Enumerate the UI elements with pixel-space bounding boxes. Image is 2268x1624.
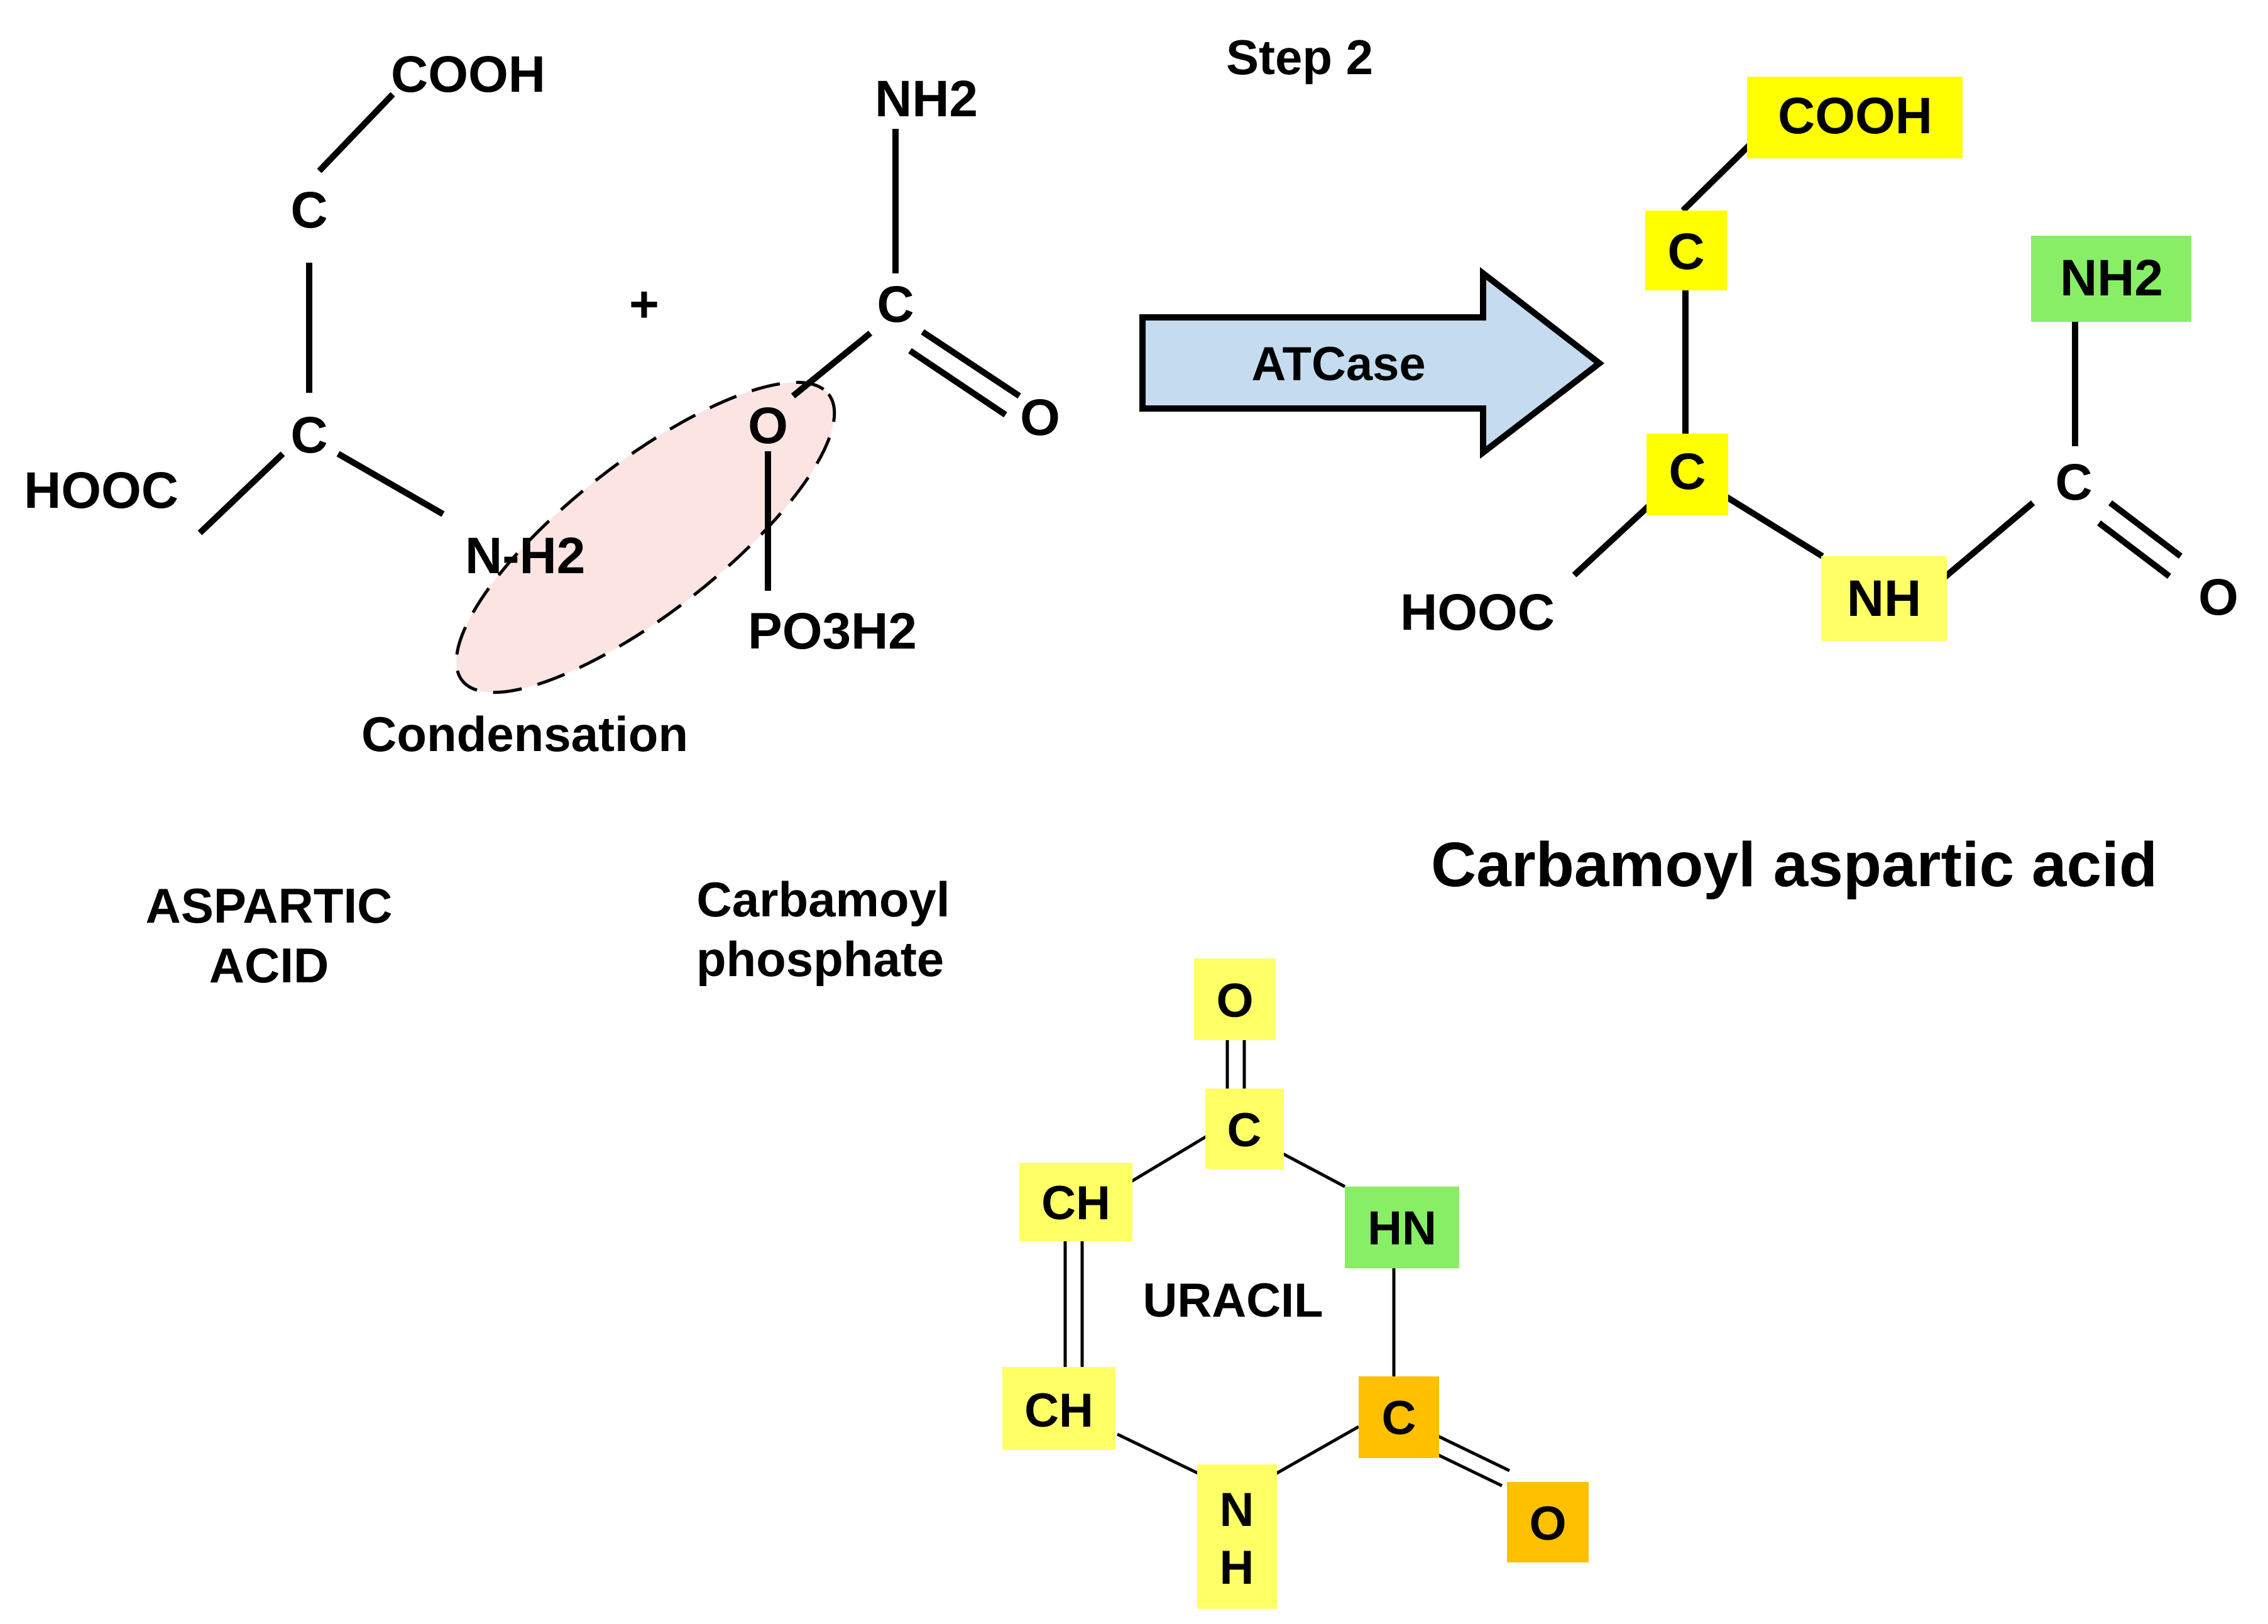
atom-o: O bbox=[2198, 569, 2238, 626]
bond-c-o-bridge bbox=[791, 331, 873, 398]
atom-ch-upper: CH bbox=[1041, 1177, 1110, 1230]
bond-c-o-double-a bbox=[2108, 500, 2183, 559]
atom-o-double: O bbox=[1020, 389, 1060, 446]
atom-hn: HN bbox=[1367, 1202, 1437, 1255]
highlight-nh2 bbox=[2031, 236, 2191, 322]
atom-c-upper: C bbox=[290, 182, 327, 239]
atom-hooc: HOOC bbox=[24, 462, 178, 519]
atom-c: C bbox=[877, 276, 914, 333]
highlight-cooh bbox=[1747, 77, 1963, 158]
bond-c-nh2 bbox=[336, 451, 445, 517]
atom-c-upper: C bbox=[1667, 223, 1704, 280]
atom-cooh: COOH bbox=[1778, 87, 1932, 145]
atom-c-top: C bbox=[1227, 1104, 1262, 1157]
atom-po3h2: PO3H2 bbox=[748, 603, 917, 660]
highlight-c-right bbox=[1359, 1376, 1439, 1458]
arrow-shape bbox=[1139, 266, 1605, 459]
carbamoyl-phosphate-caption-line1: Carbamoyl bbox=[696, 872, 950, 927]
aspartic-acid-caption-line1: ASPARTIC bbox=[146, 878, 393, 933]
bond-c-ch bbox=[1130, 1134, 1208, 1183]
atom-h: H bbox=[1220, 1541, 1254, 1594]
atom-o-bridge: O bbox=[748, 397, 788, 454]
atom-c-right: C bbox=[1382, 1391, 1416, 1445]
bond-c-cooh bbox=[1680, 133, 1762, 213]
uracil-structure: O C CH CH HN C O N H bbox=[1002, 958, 1589, 1609]
bond-nh-c bbox=[1942, 500, 2035, 579]
aspartic-acid-caption-line2: ACID bbox=[209, 938, 329, 993]
highlight-c-top bbox=[1205, 1089, 1284, 1169]
highlight-ch-lower bbox=[1002, 1367, 1115, 1450]
carbamoyl-phosphate-caption-line2: phosphate bbox=[696, 931, 944, 987]
atom-hooc: HOOC bbox=[1400, 584, 1555, 641]
aspartic-acid-structure: COOH C C HOOC bbox=[24, 46, 545, 535]
highlight-c-upper bbox=[1645, 211, 1727, 290]
highlight-o-top bbox=[1194, 958, 1276, 1040]
atom-nh: NH bbox=[1847, 570, 1921, 627]
highlight-nh bbox=[1821, 556, 1947, 641]
bond-c-hooc bbox=[197, 451, 285, 535]
atom-o-right: O bbox=[1529, 1497, 1566, 1550]
atom-nh2: NH2 bbox=[2060, 250, 2163, 307]
bond-c-o-double-b bbox=[2096, 520, 2172, 579]
atom-nh2: NH2 bbox=[875, 70, 978, 128]
atom-c-carbonyl: C bbox=[2055, 454, 2092, 511]
atom-ch-lower: CH bbox=[1024, 1384, 1093, 1437]
bond-c-hooc bbox=[1572, 494, 1662, 578]
highlight-o-right bbox=[1507, 1482, 1589, 1562]
condensation-ellipse bbox=[454, 380, 836, 694]
bond-c-o-double-a bbox=[921, 329, 1021, 399]
reaction-arrow: ATCase bbox=[1139, 266, 1605, 459]
bond-ch-nh bbox=[1116, 1432, 1200, 1476]
highlight-ch-upper bbox=[1019, 1163, 1132, 1241]
atom-c-lower: C bbox=[290, 407, 327, 464]
atom-nh2-aspartic: N-H2 bbox=[465, 527, 585, 584]
bond-c-o-double-a bbox=[1433, 1432, 1511, 1473]
atom-n: N bbox=[1220, 1483, 1254, 1537]
carbamoyl-aspartic-acid-caption: Carbamoyl aspartic acid bbox=[1431, 830, 2157, 900]
atom-o-top: O bbox=[1216, 974, 1253, 1028]
enzyme-label: ATCase bbox=[1251, 337, 1425, 391]
highlight-nh bbox=[1197, 1464, 1277, 1609]
atom-c-lower: C bbox=[1668, 443, 1706, 500]
bond-nh-c bbox=[1274, 1425, 1360, 1476]
bond-c-o-double-b bbox=[908, 348, 1007, 418]
bond-c-hn bbox=[1281, 1151, 1346, 1188]
condensation-label: Condensation bbox=[361, 706, 688, 762]
atom-cooh: COOH bbox=[391, 46, 545, 103]
carbamoyl-aspartic-acid-structure: COOH C C HOOC NH NH2 C O bbox=[1400, 77, 2238, 641]
step-label: Step 2 bbox=[1226, 30, 1373, 85]
uracil-caption: URACIL bbox=[1142, 1274, 1323, 1327]
carbamoyl-phosphate-structure: NH2 C O O PO3H2 bbox=[748, 70, 1060, 660]
highlight-c-lower bbox=[1646, 434, 1728, 515]
plus-sign: + bbox=[629, 276, 659, 333]
highlight-hn bbox=[1345, 1187, 1459, 1268]
bond-c-nh bbox=[1719, 490, 1824, 559]
bond-c-cooh bbox=[317, 92, 395, 173]
